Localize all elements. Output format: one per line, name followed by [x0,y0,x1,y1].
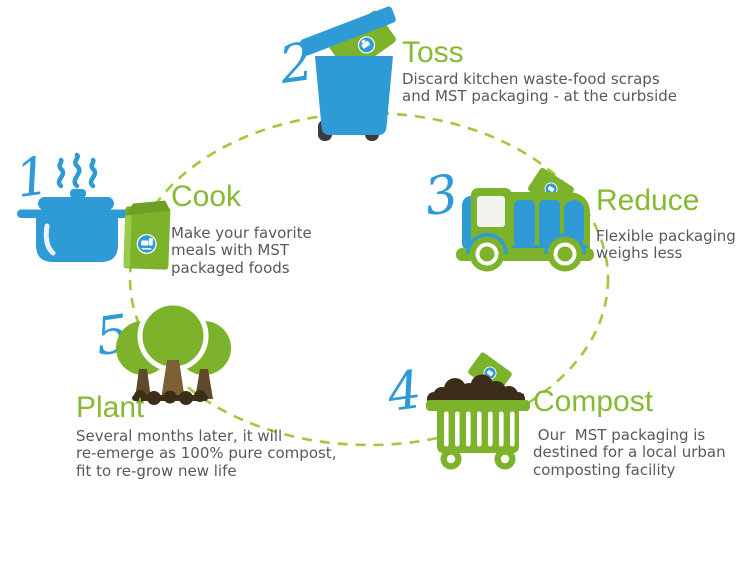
step-title-toss: Toss [402,36,464,69]
cart-slats [444,411,515,447]
tree-canopy-front [137,300,209,372]
step-title-cook: Cook [171,180,242,213]
step-description-cook: Make your favorite meals with MST packag… [171,224,312,277]
step-description-compost: Our MST packaging is destined for a loca… [533,426,726,479]
step-title-reduce: Reduce [596,184,700,217]
cart-body [426,400,530,453]
steam-icon [56,152,98,189]
cart-wheel [494,448,516,470]
step-title-plant: Plant [76,391,145,424]
cart-wheel [440,448,462,470]
mst-package [123,200,171,270]
truck-wheel [469,236,505,272]
pot-body [36,218,118,262]
bin-body [315,56,393,135]
step-description-plant: Several months later, it will re-emerge … [76,427,337,480]
trash-bin-icon [300,6,396,141]
pot-handle [17,209,157,218]
cooking-pot-icon [17,152,171,270]
tree-trunk-front [161,360,185,400]
bin-lid [300,6,396,56]
mst-logo [357,36,376,54]
step-description-toss: Discard kitchen waste-food scraps and MS… [402,70,678,106]
pot-highlight [43,223,56,256]
ground-mound [132,390,208,405]
trees-icon [116,300,231,405]
truck-wheel [547,236,583,272]
step-description-reduce: Flexible packaging weighs less [596,227,736,263]
compost-cart-icon [426,352,530,470]
mst-logo [136,233,157,254]
pot-lid [38,189,114,210]
garbage-truck-icon [456,167,594,272]
step-title-compost: Compost [533,385,654,418]
